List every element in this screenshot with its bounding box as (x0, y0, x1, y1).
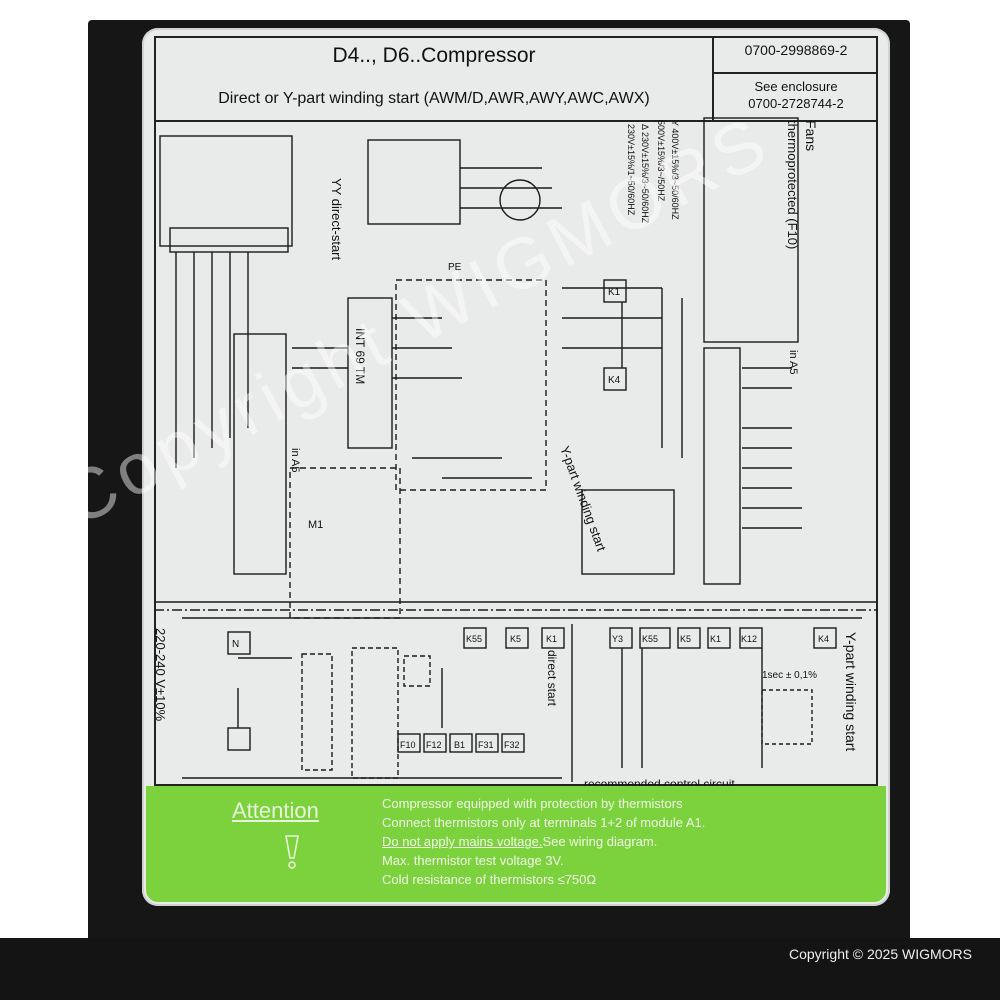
attention-title: Attention (232, 798, 319, 823)
supply-voltage: 220-240 V±10% (153, 628, 168, 722)
ctrl-k12: K12 (741, 634, 757, 644)
k4-box (603, 367, 627, 391)
a5-terminal-strip-right (703, 347, 741, 585)
int69-module (347, 297, 393, 449)
recommended-circuit-label: recommended control circuit (584, 777, 735, 788)
wiring-diagram: YY direct-start Y-part winding start Y-p… (153, 117, 878, 788)
ctrl-y3: Y3 (612, 634, 623, 644)
motor-m1-label: M1 (308, 519, 323, 531)
enclosure-note: See enclosure 0700-2728744-2 (714, 78, 878, 112)
attention-line-3-underlined: Do not apply mains voltage. (382, 834, 543, 849)
attention-text: Compressor equipped with protection by t… (382, 794, 882, 889)
yy-direct-start-label: YY direct-start (329, 178, 344, 261)
ctrl-k55-right: K55 (642, 634, 658, 644)
attention-line-3: Do not apply mains voltage.See wiring di… (382, 832, 882, 851)
direct-start-label: direct start (545, 650, 559, 707)
enclosure-line-1: See enclosure (754, 79, 838, 94)
voltage-delta: Δ 230V±15%/3~50/60HZ (640, 124, 650, 224)
fuse-b1: B1 (454, 740, 465, 750)
y-part-winding-label-bottom: Y-part winding start (843, 632, 859, 751)
fuse-f10: F10 (400, 740, 416, 750)
copyright-notice: Copyright © 2025 WIGMORS (788, 946, 972, 962)
ctrl-k1-right: K1 (710, 634, 721, 644)
attention-line-3-rest: See wiring diagram. (542, 834, 658, 849)
k4-label: K4 (608, 375, 621, 386)
ctrl-n: N (232, 639, 239, 650)
header-divider (712, 38, 714, 120)
ctrl-k4: K4 (818, 634, 829, 644)
attention-line-4: Max. thermistor test voltage 3V. (382, 853, 564, 868)
y-part-terminal-block (581, 489, 675, 575)
label-title: D4.., D6..Compressor (332, 44, 536, 67)
pe-label: PE (448, 262, 462, 273)
ctrl-k5-left: K5 (510, 634, 521, 644)
in-a5-left: in A5 (289, 448, 301, 472)
a2-relay-outline (159, 135, 293, 247)
y-part-winding-label-top: Y-part winding start (557, 444, 609, 554)
warning-icon (285, 835, 299, 869)
ctrl-k1-left: K1 (546, 634, 557, 644)
a2-terminal-strip (169, 227, 289, 253)
wiring-label-plate: D4.., D6..Compressor Direct or Y-part wi… (142, 28, 890, 906)
ctrl-k55-left: K55 (466, 634, 482, 644)
label-subtitle: Direct or Y-part winding start (AWM/D,AW… (218, 90, 650, 107)
bottom-background (0, 938, 1000, 1000)
voltage-delta2: 230V±15%/1~50/60HZ (626, 124, 636, 216)
motor-dashed-box (289, 467, 401, 619)
part-code: 0700-2998869-2 (744, 42, 848, 58)
fan-motor-symbol (499, 179, 541, 221)
fuse-f31: F31 (478, 740, 494, 750)
diagram-frame (154, 122, 878, 786)
attention-line-1: Compressor equipped with protection by t… (382, 796, 683, 811)
header-hline (714, 72, 878, 74)
yy-terminal-block (367, 139, 461, 225)
enclosure-line-2: 0700-2728744-2 (748, 96, 844, 111)
fans-table (703, 117, 799, 343)
voltage-y: Y 400V±15%/3~50/60HZ (670, 120, 680, 220)
attention-line-5: Cold resistance of thermistors ≤750Ω (382, 872, 597, 887)
timer-label: 1sec ± 0,1% (762, 670, 817, 681)
int69-label: INT 69 TM (353, 328, 367, 384)
in-a5-right: in A5 (787, 350, 799, 374)
dashed-contactor-area (395, 279, 547, 491)
k1-label: K1 (608, 287, 621, 298)
ctrl-k5-right: K5 (680, 634, 691, 644)
fuse-f32: F32 (504, 740, 520, 750)
fuse-f12: F12 (426, 740, 442, 750)
k1-box (603, 279, 627, 303)
label-header: D4.., D6..Compressor Direct or Y-part wi… (154, 36, 878, 122)
thermoprotected-label: thermoprotected (F10) (785, 120, 800, 249)
voltage-y2: 500V±15%/3~/50HZ (656, 120, 666, 202)
attention-panel: Attention Compressor equipped with prote… (146, 786, 886, 902)
fans-label: Fans (803, 120, 819, 151)
attention-line-2: Connect thermistors only at terminals 1+… (382, 815, 706, 830)
a5-terminal-strip-left (233, 333, 287, 575)
